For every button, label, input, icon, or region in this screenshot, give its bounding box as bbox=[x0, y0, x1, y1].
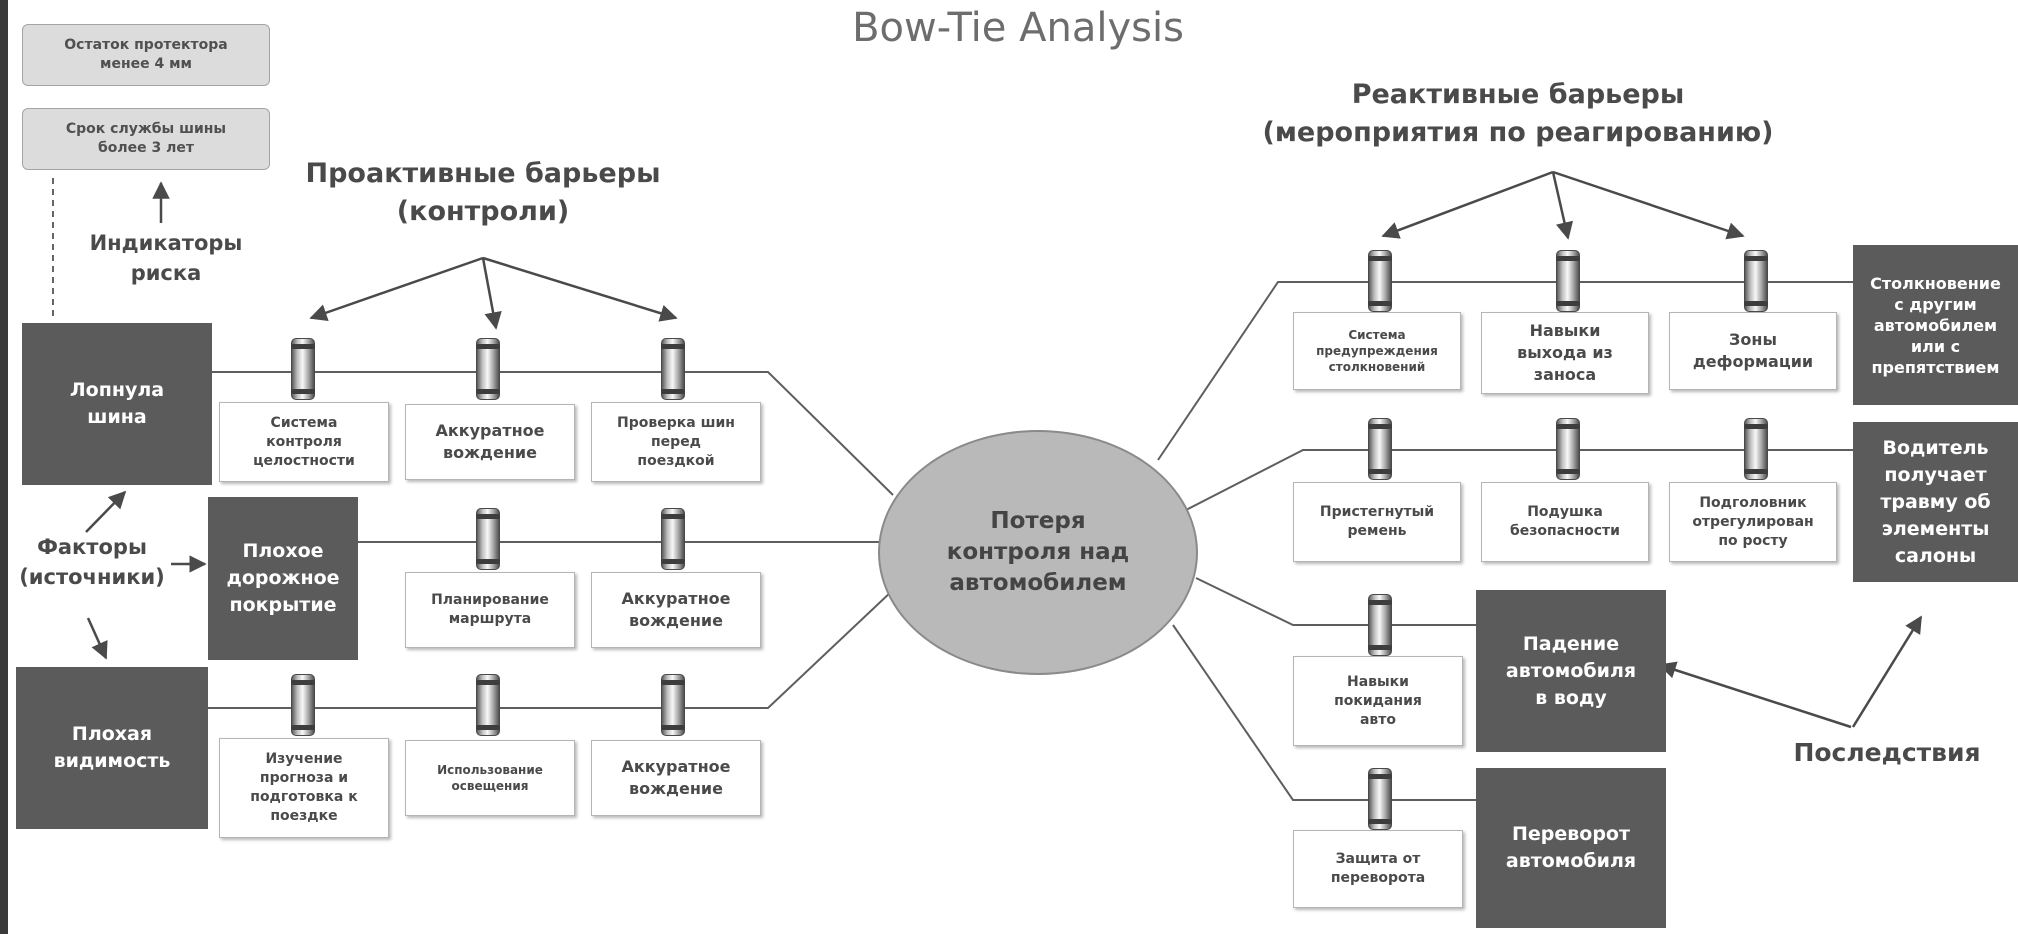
barrier-bolt bbox=[661, 508, 685, 570]
consequence-arrow-right bbox=[1851, 615, 1923, 728]
barrier-bolt bbox=[1368, 594, 1392, 656]
reactive-arrow-1 bbox=[1381, 170, 1554, 239]
barrier-bolt bbox=[661, 674, 685, 736]
factor-arrow-down bbox=[86, 617, 108, 660]
barrier-bolt bbox=[476, 674, 500, 736]
barrier-bolt bbox=[661, 338, 685, 400]
barrier-bolt bbox=[1744, 250, 1768, 312]
page-title: Bow-Tie Analysis bbox=[852, 5, 1184, 51]
reactive-arrow-3 bbox=[1552, 170, 1745, 240]
consequences-caption: Последствия bbox=[1793, 738, 1981, 767]
barrier-bolt bbox=[291, 338, 315, 400]
proactive-arrow-3 bbox=[482, 256, 678, 322]
reactive-arrow-2 bbox=[1551, 171, 1574, 240]
consequence-arrow-left bbox=[1658, 661, 1852, 729]
barrier-bolt bbox=[1368, 418, 1392, 480]
threat-path-1 bbox=[208, 371, 894, 496]
threat-path-3 bbox=[208, 589, 894, 709]
barrier-bolt bbox=[1368, 250, 1392, 312]
consequence-path-1 bbox=[1157, 281, 1853, 461]
proactive-arrow-2 bbox=[481, 257, 502, 330]
proactive-arrow-1 bbox=[309, 256, 484, 322]
threat-paths bbox=[208, 371, 894, 709]
consequence-paths bbox=[1157, 281, 1853, 801]
connector-lines bbox=[52, 170, 1923, 801]
factor-arrow-up bbox=[85, 490, 127, 533]
consequence-path-4 bbox=[1172, 624, 1476, 801]
barrier-bolt bbox=[476, 338, 500, 400]
barrier-bolt bbox=[1556, 418, 1580, 480]
factors-caption: Факторы(источники) bbox=[19, 535, 165, 589]
barrier-bolt bbox=[476, 508, 500, 570]
barrier-bolt bbox=[291, 674, 315, 736]
barrier-bolt bbox=[1556, 250, 1580, 312]
barrier-bolt bbox=[1744, 418, 1768, 480]
reactive-barriers-header: Реактивные барьеры(мероприятия по реагир… bbox=[1262, 79, 1774, 148]
barrier-bolt bbox=[1368, 768, 1392, 830]
consequence-path-3 bbox=[1195, 577, 1476, 626]
proactive-barriers-header: Проактивные барьеры(контроли) bbox=[305, 158, 661, 227]
consequence-path-2 bbox=[1185, 449, 1853, 511]
annotation-arrows bbox=[85, 170, 1923, 729]
